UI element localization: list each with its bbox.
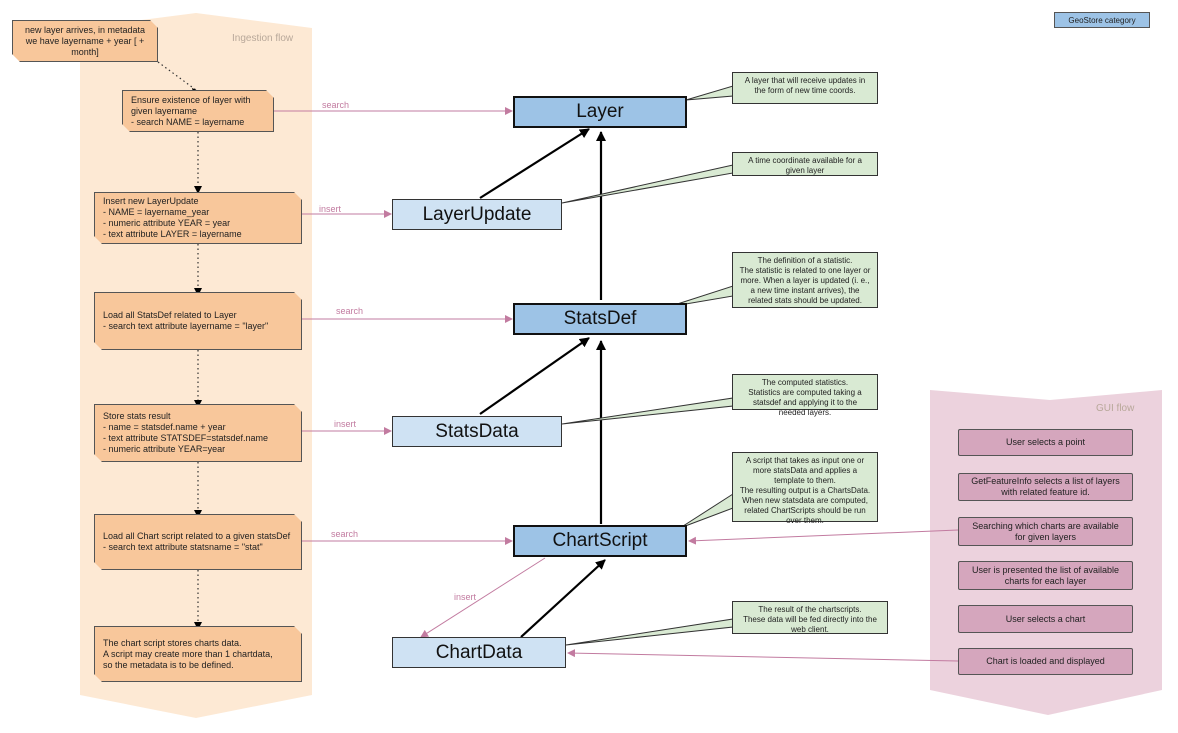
entity-chartdata: ChartData [392, 637, 566, 668]
entity-chartscript: ChartScript [513, 525, 687, 557]
edge-label-search-statsdef: search [336, 306, 364, 316]
ingestion-start-step: new layer arrives, in metadata we have l… [12, 20, 158, 62]
ingestion-step-insert-layerupdate: Insert new LayerUpdate - NAME = layernam… [94, 192, 302, 244]
edge-label-search-layer: search [322, 100, 350, 110]
ingestion-step-store-chartdata: The chart script stores charts data. A s… [94, 626, 302, 682]
arrow-statsdata-to-statsdef [479, 337, 590, 415]
ingestion-step-load-chartscript: Load all Chart script related to a given… [94, 514, 302, 570]
callout-layerupdate-note [561, 164, 734, 204]
gui-step-select-point: User selects a point [958, 429, 1133, 456]
gui-step-search-charts: Searching which charts are available for… [958, 517, 1133, 546]
ingestion-flow-title: Ingestion flow [232, 33, 294, 44]
callout-statsdata-note [561, 397, 734, 425]
edge-label-insert-layerupdate: insert [319, 204, 342, 214]
entity-statsdef: StatsDef [513, 303, 687, 335]
entity-layerupdate: LayerUpdate [392, 199, 562, 230]
relation-arrows [479, 128, 606, 638]
entity-layer: Layer [513, 96, 687, 128]
gui-step-present-charts: User is presented the list of available … [958, 561, 1133, 590]
note-statsdata: The computed statistics. Statistics are … [732, 374, 878, 417]
edge-label-insert-chartdata: insert [454, 592, 477, 602]
ingestion-flow-connectors [157, 61, 199, 622]
edge-insert-chart-data [420, 557, 546, 638]
ingestion-step-ensure-layer: Ensure existence of layer with given lay… [122, 90, 274, 132]
gui-step-chart-loaded: Chart is loaded and displayed [958, 648, 1133, 675]
edge-label-search-chartscript: search [331, 529, 359, 539]
note-chartdata: The result of the chartscripts. These da… [732, 601, 888, 634]
flow-connector [157, 61, 197, 91]
edge-gui-search-chart-script [688, 529, 959, 545]
edge-gui-load-chart-data [567, 649, 959, 662]
note-layerupdate: A time coordinate available for a given … [732, 152, 878, 176]
gui-step-select-chart: User selects a chart [958, 605, 1133, 633]
arrow-layerupdate-to-layer [479, 128, 590, 199]
ingestion-step-load-statsdef: Load all StatsDef related to Layer - sea… [94, 292, 302, 350]
ingestion-step-store-stats: Store stats result - name = statsdef.nam… [94, 404, 302, 462]
entity-statsdata: StatsData [392, 416, 562, 447]
gui-step-getfeatureinfo: GetFeatureInfo selects a list of layers … [958, 473, 1133, 501]
note-statsdef: The definition of a statistic. The stati… [732, 252, 878, 308]
callout-chartscript-note [679, 493, 734, 529]
edge-label-insert-statsdata: insert [334, 419, 357, 429]
note-chartscript: A script that takes as input one or more… [732, 452, 878, 525]
callout-chartdata-note [565, 618, 734, 646]
legend-geostore-category: GeoStore category [1054, 12, 1150, 28]
note-layer: A layer that will receive updates in the… [732, 72, 878, 104]
callout-layer-note [685, 85, 734, 101]
gui-edges [567, 529, 959, 662]
flow-arrowhead [194, 186, 202, 194]
note-callouts [561, 85, 734, 646]
gui-lane [930, 390, 1162, 715]
ingestion-edges [274, 107, 546, 638]
arrow-chartdata-to-chartscript [520, 559, 606, 638]
gui-flow-title: GUI flow [1096, 403, 1135, 414]
